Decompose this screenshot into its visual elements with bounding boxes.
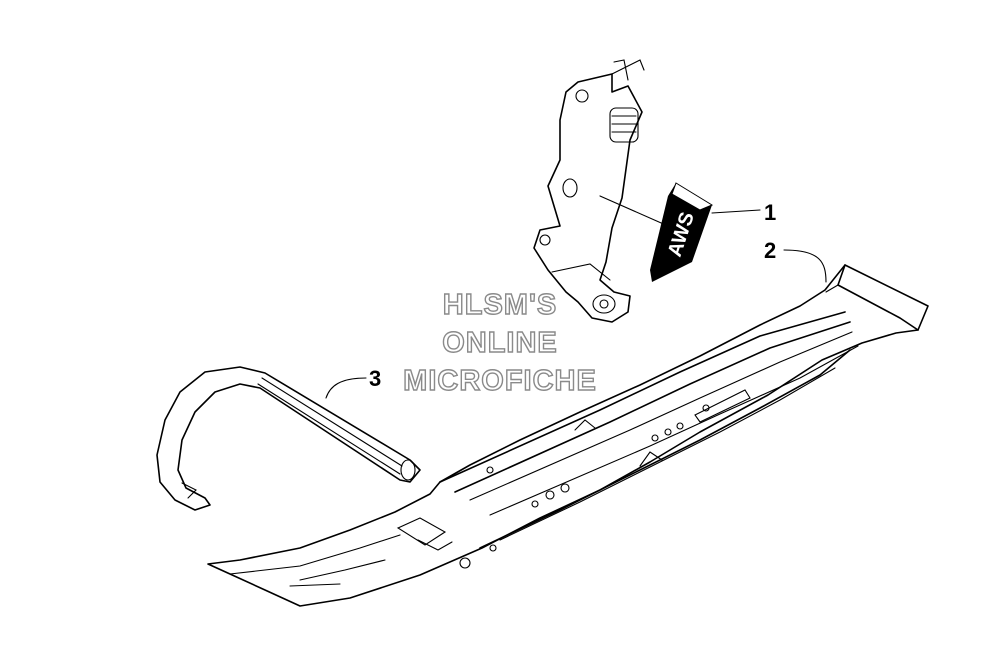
spindle-part [533, 59, 645, 323]
callout-3: 3 [325, 366, 381, 399]
ski-part [207, 264, 929, 607]
callout-2: 2 [764, 238, 827, 283]
aws-decal-part: AWS [650, 182, 714, 282]
leader-spindle [599, 195, 669, 227]
callout-1: 1 [711, 200, 776, 225]
watermark: HLSM'S ONLINE MICROFICHE [402, 288, 597, 397]
watermark-line-1: HLSM'S [443, 289, 557, 321]
callout-2-leader [783, 249, 827, 283]
watermark-line-3: MICROFICHE [403, 365, 597, 397]
ski-handle-part [156, 366, 421, 511]
watermark-line-2: ONLINE [442, 327, 558, 359]
callout-3-label: 3 [369, 366, 381, 391]
callout-1-label: 1 [764, 200, 776, 225]
callout-3-leader [325, 377, 367, 399]
callout-2-label: 2 [764, 238, 776, 263]
callout-1-leader [711, 209, 761, 214]
